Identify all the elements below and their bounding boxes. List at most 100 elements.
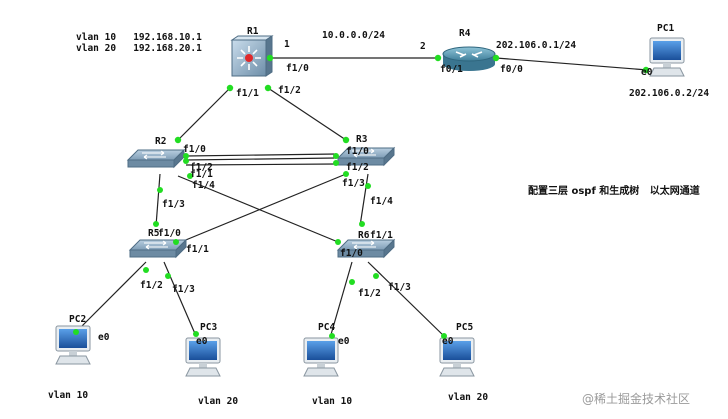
port-dot: [359, 221, 365, 227]
watermark: @稀土掘金技术社区: [582, 391, 690, 406]
pc3-label: PC3: [200, 322, 217, 333]
r2-port-f1-2: f1/2: [190, 162, 213, 173]
port-dot: [226, 84, 234, 92]
port-dot: [153, 221, 159, 227]
port-dot: [642, 66, 650, 74]
pc1-ip: 202.106.0.2/24: [629, 88, 709, 99]
pc5-port-e0: e0: [442, 336, 454, 347]
port-dot: [441, 333, 447, 339]
r1-port-f1-0: f1/0: [286, 63, 309, 74]
r5-port-f1-1: f1/1: [186, 244, 209, 255]
r4-link-number: 2: [420, 41, 426, 52]
pc2-port-e0: e0: [98, 332, 110, 343]
port-dot: [266, 54, 274, 62]
r5-port-f1-3: f1/3: [172, 284, 195, 295]
pc5-label: PC5: [456, 322, 473, 333]
link-r2-r5: [155, 173, 161, 227]
r3-port-f1-0: f1/0: [346, 146, 369, 157]
net-r4-pc1: 202.106.0.1/24: [496, 40, 576, 51]
r5-port-f1-0: f1/0: [158, 228, 181, 239]
r3-port-f1-3: f1/3: [342, 178, 365, 189]
config-note: 配置三层 ospf 和生成树 以太网通道: [528, 184, 700, 197]
link-r2-r6: [177, 175, 339, 243]
port-dot: [143, 267, 149, 273]
port-dot: [187, 173, 193, 179]
r6-label: R6: [358, 230, 370, 241]
port-dot: [264, 84, 272, 92]
net-r1-r4: 10.0.0.0/24: [322, 30, 385, 41]
port-dot: [183, 153, 189, 159]
pc2-vlan-label: vlan 10: [48, 390, 88, 401]
link-r2-r3-a: [185, 153, 337, 157]
r2-port-f1-0: f1/0: [183, 144, 206, 155]
pc3-vlan-label: vlan 20: [198, 396, 238, 407]
r1-link-number: 1: [284, 39, 290, 50]
r1-label: R1: [247, 26, 259, 37]
r6-port-f1-3: f1/3: [388, 282, 411, 293]
r3-port-f1-4: f1/4: [370, 196, 393, 207]
pc1-label: PC1: [657, 23, 674, 34]
r2-port-f1-1: f1/1: [190, 169, 213, 180]
pc4-port-e0: e0: [338, 336, 350, 347]
port-dot: [373, 273, 379, 279]
pc4-computer-icon[interactable]: [303, 337, 339, 377]
r1-port-f1-2: f1/2: [278, 85, 301, 96]
r2-switch-icon[interactable]: [127, 149, 185, 168]
link-r3-r6: [359, 173, 369, 227]
link-r5-pc3: [163, 261, 197, 337]
r6-port-f1-1: f1/1: [370, 230, 393, 241]
r3-port-f1-2: f1/2: [346, 162, 369, 173]
port-dot: [173, 239, 179, 245]
link-r2-r3-b: [185, 157, 337, 161]
r5-label: R5: [148, 228, 160, 239]
link-r1-r2: [177, 87, 231, 141]
r4-router-icon[interactable]: [442, 46, 496, 71]
port-dot: [165, 273, 171, 279]
r2-port-f1-3: f1/3: [162, 199, 185, 210]
link-r3-r5: [175, 173, 347, 245]
links: [75, 57, 649, 339]
pc1-port-e0: e0: [641, 67, 653, 78]
port-dot: [183, 158, 189, 164]
port-dot: [349, 279, 355, 285]
r4-port-f0-1: f0/1: [440, 64, 463, 75]
pc3-port-e0: e0: [196, 336, 208, 347]
r4-port-f0-0: f0/0: [500, 64, 523, 75]
r2-port-f1-4: f1/4: [192, 180, 215, 191]
port-dot: [329, 333, 335, 339]
port-dot: [335, 239, 341, 245]
pc4-label: PC4: [318, 322, 335, 333]
link-r6-pc4: [329, 261, 353, 339]
r1-layer3-switch-icon[interactable]: [230, 35, 274, 77]
link-r4-pc1: [495, 57, 649, 71]
labels: vlan 10 192.168.10.1 vlan 20 192.168.20.…: [48, 23, 709, 407]
port-dot: [342, 136, 350, 144]
r2-label: R2: [155, 136, 166, 147]
port-dot: [343, 171, 349, 177]
pc4-vlan-label: vlan 10: [312, 396, 352, 407]
pc2-computer-icon[interactable]: [55, 325, 91, 365]
port-dot: [193, 331, 199, 337]
vlan-ip-line-2: vlan 20 192.168.20.1: [76, 43, 202, 54]
r6-port-f1-0: f1/0: [340, 248, 363, 259]
pc5-vlan-label: vlan 20: [448, 392, 488, 403]
port-dot: [73, 329, 79, 335]
port-dot: [365, 183, 371, 189]
pc1-computer-icon[interactable]: [649, 37, 685, 77]
r1-port-f1-1: f1/1: [236, 88, 259, 99]
pc2-label: PC2: [69, 314, 86, 325]
r4-label: R4: [459, 28, 471, 39]
link-r5-pc2: [75, 261, 147, 333]
port-indicators: [73, 54, 650, 339]
r6-port-f1-2: f1/2: [358, 288, 381, 299]
link-r6-pc5: [367, 261, 447, 339]
port-dot: [157, 187, 163, 193]
port-dot: [333, 153, 339, 159]
link-r1-r3: [267, 87, 347, 141]
vlan-ip-line-1: vlan 10 192.168.10.1: [76, 32, 202, 43]
port-dot: [174, 136, 182, 144]
r5-port-f1-2: f1/2: [140, 280, 163, 291]
link-r2-r3-c: [185, 163, 337, 166]
port-dot: [434, 54, 442, 62]
